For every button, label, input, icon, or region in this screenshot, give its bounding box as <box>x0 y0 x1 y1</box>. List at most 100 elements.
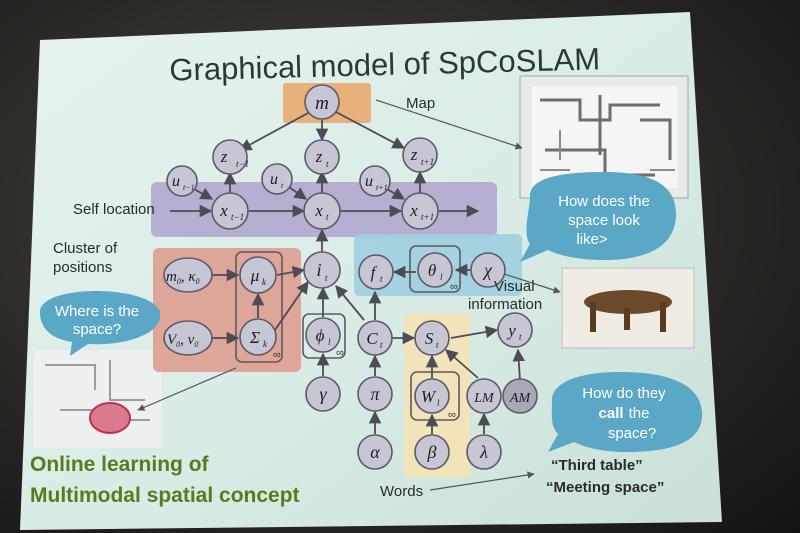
edge-s-y <box>450 325 499 339</box>
svg-text:Σ: Σ <box>249 328 260 347</box>
node-v0-nu0: V0, ν0 <box>163 320 213 356</box>
position-map-thumbnail <box>34 350 162 448</box>
annotation-arrows <box>137 99 561 491</box>
svg-text:z: z <box>315 147 323 166</box>
bubble-look-line3: like> <box>576 231 608 248</box>
label-cluster-line2: positions <box>53 259 112 276</box>
node-theta-l: θ l <box>417 252 453 288</box>
svg-text:t−1: t−1 <box>236 159 249 169</box>
svg-text:l: l <box>440 272 443 282</box>
svg-text:x: x <box>314 201 323 220</box>
svg-text:t: t <box>380 274 383 284</box>
bubble-look-line2: space look <box>568 212 640 229</box>
node-beta: β <box>414 434 450 470</box>
svg-text:χ: χ <box>482 260 493 280</box>
svg-text:V0, ν0: V0, ν0 <box>167 332 198 349</box>
svg-text:m: m <box>315 93 329 114</box>
svg-text:u: u <box>172 173 180 190</box>
node-z-tm1: z t−1 <box>212 139 249 175</box>
edge-sigma-i <box>274 280 309 331</box>
svg-text:k: k <box>262 277 267 287</box>
word-example-2: “Meeting space” <box>546 479 664 496</box>
node-f-t: f t <box>358 254 394 290</box>
svg-text:u: u <box>365 173 373 190</box>
bubble-call-line1: How do they <box>582 385 666 402</box>
map-thumbnail <box>519 75 689 199</box>
svg-text:l: l <box>328 337 331 347</box>
node-s-t: S t <box>414 320 450 356</box>
node-y-t: y t <box>497 312 533 348</box>
svg-text:i: i <box>316 260 321 280</box>
node-chi: χ <box>470 252 506 288</box>
bubble-call-line3: space? <box>608 425 656 442</box>
svg-text:f: f <box>371 263 378 282</box>
svg-text:t−1: t−1 <box>183 183 195 192</box>
svg-text:C: C <box>366 329 378 348</box>
node-z-t: z t <box>304 139 340 175</box>
svg-text:θ: θ <box>428 261 436 280</box>
highlighted-space-marker <box>89 402 131 434</box>
bubble-where-line2: space? <box>73 321 121 338</box>
label-visual-line1: Visual <box>494 278 535 295</box>
edge-u-tp1-x-tp1 <box>386 187 406 200</box>
svg-text:μ: μ <box>250 266 260 285</box>
svg-text:t: t <box>326 212 329 222</box>
bubble-where: Where is the space? <box>40 291 161 356</box>
theta-plate-infinity: ∞ <box>450 281 458 293</box>
svg-text:m0, κ0: m0, κ0 <box>166 269 200 286</box>
svg-text:y: y <box>506 321 516 340</box>
node-lambda: λ <box>466 434 502 470</box>
word-example-1: “Third table” <box>551 457 643 474</box>
node-i-t: i t <box>303 251 341 289</box>
bottom-heading-line2: Multimodal spatial concept <box>30 484 300 507</box>
label-self-location: Self location <box>73 201 155 218</box>
svg-text:W: W <box>421 387 437 406</box>
edge-m-z-tp1 <box>335 111 406 149</box>
gaussian-plate <box>235 251 283 363</box>
svg-text:t: t <box>281 181 284 190</box>
node-gamma: γ <box>305 376 341 412</box>
svg-text:t: t <box>380 340 383 350</box>
node-z-tp1: z t+1 <box>402 137 438 173</box>
edge-u-t-x-t <box>288 186 308 200</box>
bubble-look-line1: How does the <box>558 193 650 210</box>
map-pointer-arrow <box>375 99 523 150</box>
svg-text:γ: γ <box>319 384 327 404</box>
svg-text:λ: λ <box>479 442 488 462</box>
edge-mu-i <box>276 265 306 279</box>
node-x-t: x t <box>303 192 341 230</box>
svg-text:x: x <box>409 201 418 220</box>
bottom-heading-line1: Online learning of <box>30 453 210 476</box>
svg-text:t: t <box>436 340 439 350</box>
svg-text:l: l <box>437 398 440 408</box>
svg-text:k: k <box>263 339 268 349</box>
node-sigma-k: Σ k <box>239 318 277 356</box>
bubble-where-line1: Where is the <box>55 303 139 320</box>
node-u-t: u t <box>261 163 293 195</box>
svg-text:t: t <box>326 159 329 169</box>
label-cluster-line1: Cluster of <box>53 240 118 257</box>
phi-plate-infinity: ∞ <box>336 347 344 359</box>
node-c-t: C t <box>357 320 393 356</box>
node-w-l: W l <box>414 378 450 414</box>
svg-text:LM: LM <box>473 391 495 406</box>
node-x-tp1: x t+1 <box>401 192 439 230</box>
svg-text:AM: AM <box>509 391 532 406</box>
svg-text:t: t <box>325 273 328 283</box>
svg-text:t−1: t−1 <box>231 212 244 222</box>
node-u-tm1: u t−1 <box>166 165 198 197</box>
svg-text:u: u <box>270 171 278 188</box>
node-m: m <box>304 84 340 120</box>
words-pointer-arrow <box>429 471 535 491</box>
svg-text:α: α <box>370 442 380 462</box>
svg-text:t+1: t+1 <box>421 212 434 222</box>
node-am: AM <box>502 378 538 414</box>
node-u-tp1: u t+1 <box>359 165 391 197</box>
visual-pointer-arrow <box>497 271 561 294</box>
word-plate-infinity: ∞ <box>448 409 456 421</box>
edge-lm-s <box>445 349 479 379</box>
node-mu-k: μ k <box>239 256 277 294</box>
svg-text:t+1: t+1 <box>376 183 388 192</box>
svg-text:ϕ: ϕ <box>316 326 325 345</box>
